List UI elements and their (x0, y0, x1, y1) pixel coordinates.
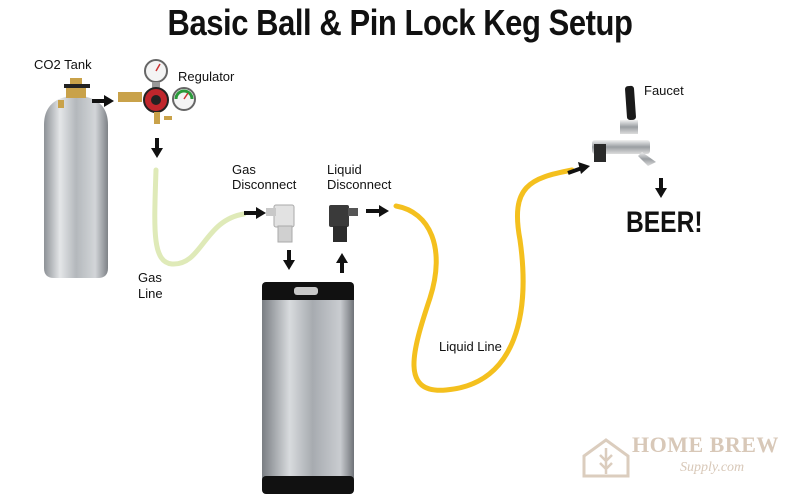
label-gas-line-line2: Line (138, 286, 163, 301)
page-title: Basic Ball & Pin Lock Keg Setup (167, 2, 633, 43)
arrow-regulator-down (151, 138, 163, 158)
arrow-keg-up-to-liquid (336, 253, 348, 273)
label-liquid-disconnect-line2: Disconnect (327, 177, 392, 192)
faucet (592, 85, 656, 166)
label-gas-disconnect-line1: Gas (232, 162, 256, 177)
gas-disconnect (266, 204, 295, 243)
logo-text: HOME BREW (632, 432, 779, 457)
arrow-to-faucet (567, 162, 590, 175)
label-gas-line-line1: Gas (138, 270, 162, 285)
logo-subtext: Supply.com (680, 460, 745, 475)
label-regulator: Regulator (178, 69, 235, 84)
label-gas-disconnect-line2: Disconnect (232, 177, 297, 192)
label-liquid-line: Liquid Line (439, 339, 502, 354)
arrow-faucet-down (655, 178, 667, 198)
liquid-disconnect (329, 205, 358, 242)
label-liquid-disconnect-line1: Liquid (327, 162, 362, 177)
keg (262, 282, 354, 494)
co2-tank (44, 78, 108, 278)
arrow-gas-disconnect-down (283, 250, 295, 270)
label-beer: BEER! (626, 206, 703, 239)
gas-line (152, 167, 247, 267)
label-co2-tank: CO2 Tank (34, 57, 92, 72)
regulator (118, 59, 196, 124)
arrow-to-gas-disconnect (244, 207, 266, 219)
home-brew-logo-icon (582, 438, 630, 478)
label-faucet: Faucet (644, 83, 684, 98)
liquid-line (393, 167, 575, 393)
arrow-liquid-disconnect-out (366, 205, 389, 217)
arrow-tank-to-regulator (92, 95, 114, 107)
